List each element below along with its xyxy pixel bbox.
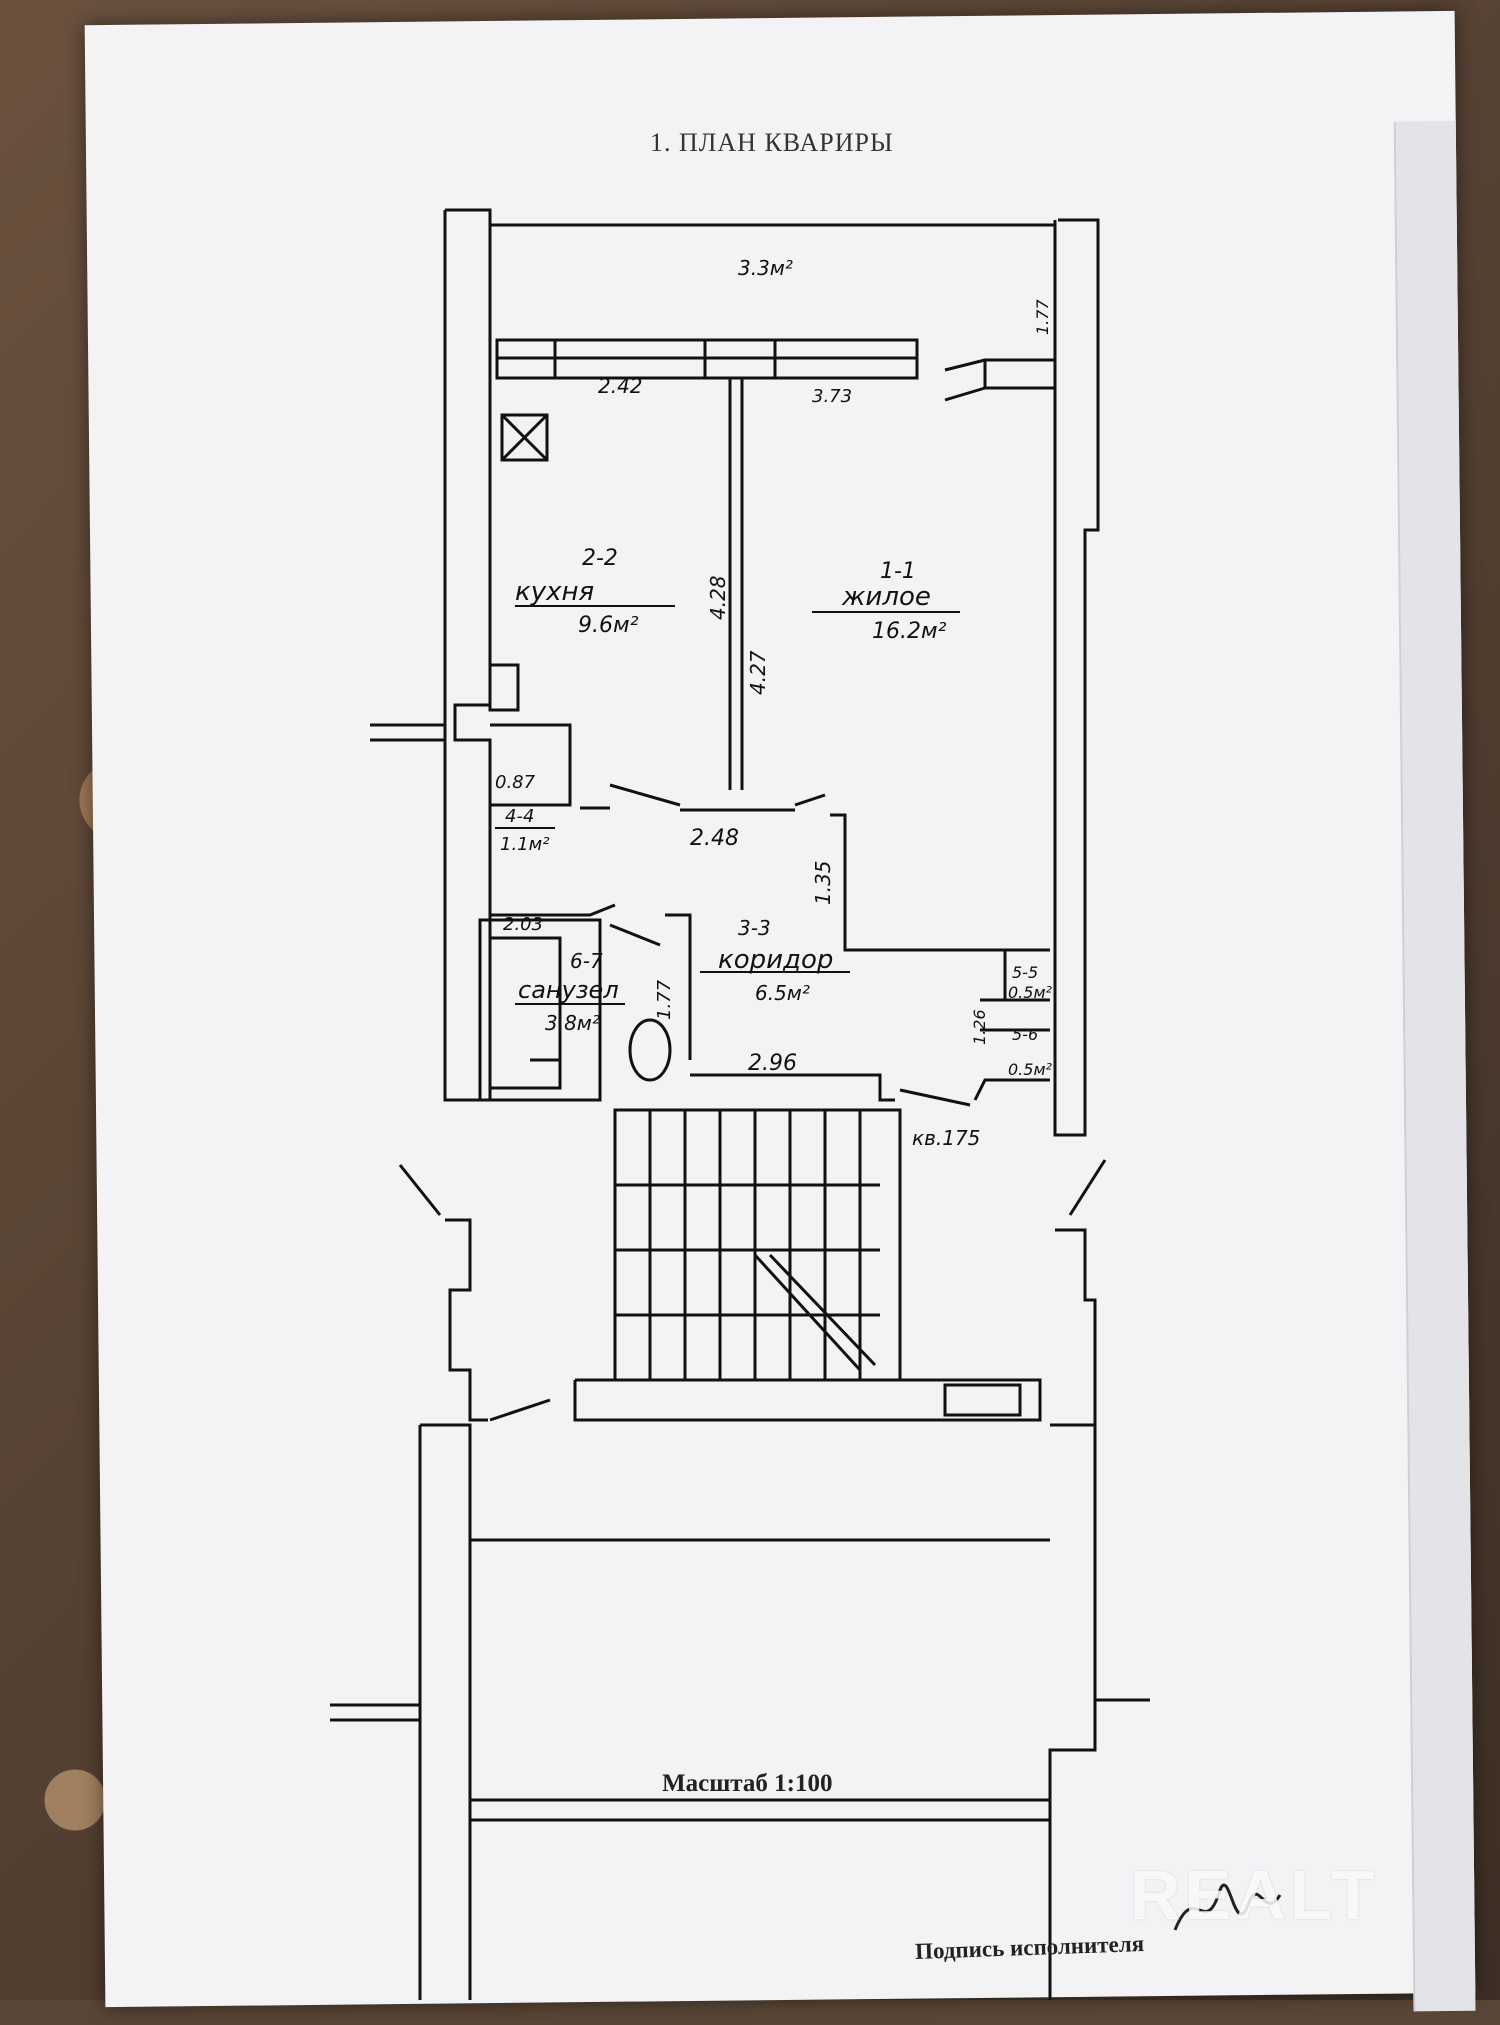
corridor-area: 6.5м²: [755, 981, 810, 1005]
dim-135: 1.35: [811, 860, 835, 905]
left-outer-wall: [443, 208, 492, 1102]
storage1-area: 0.5м²: [1008, 983, 1053, 1002]
vent-shaft: [500, 413, 549, 462]
dim-242: 2.42: [598, 374, 643, 398]
living-area: 16.2м²: [872, 619, 947, 644]
lower-left-wall: [420, 1423, 472, 2000]
bathroom-outline: [478, 918, 602, 1102]
bathtub: [488, 936, 562, 1090]
kitchen-sink: [488, 663, 520, 712]
closet-area: 1.1м²: [500, 834, 549, 855]
kitchen-area: 9.6м²: [578, 613, 639, 638]
storage2-area: 0.5м²: [1008, 1060, 1053, 1079]
dim-248: 2.48: [690, 826, 739, 851]
landing-box: [943, 1383, 1022, 1417]
dim-428: 4.28: [706, 575, 730, 620]
signature-mark: [1173, 1883, 1282, 1931]
lower-right-wall: [1048, 1423, 1097, 2000]
storage1-id: 5-5: [1012, 963, 1038, 982]
living-name: жилое: [841, 582, 931, 612]
stair-right-wall: [1055, 1228, 1097, 1427]
dim-177-bath: 1.77: [654, 979, 675, 1020]
dim-kv175: кв.175: [912, 1126, 980, 1150]
stair-flight: [613, 1108, 902, 1382]
stair-left-wall: [445, 1218, 488, 1422]
scale-label: Масштаб 1:100: [662, 1770, 833, 1797]
dim-203: 2.03: [503, 914, 543, 935]
toilet: [628, 1018, 672, 1082]
watermark-logo: REALT: [1130, 1856, 1379, 1934]
dim-427: 4.27: [746, 650, 770, 695]
corridor-upper-wall: [830, 813, 1050, 952]
balcony-area: 3.3м²: [738, 256, 793, 280]
bath-name: санузел: [518, 976, 619, 1004]
right-window-stub: [983, 358, 1057, 390]
kitchen-id: 2-2: [582, 546, 618, 571]
corridor-name: коридор: [718, 945, 833, 975]
kitchen-name: кухня: [515, 577, 594, 607]
bath-id: 6-7: [570, 949, 603, 973]
bath-area: 3.8м²: [545, 1011, 600, 1035]
storage2-id: 5-6: [1012, 1025, 1038, 1044]
closet-id: 4-4: [505, 806, 534, 827]
dim-126: 1.26: [970, 1009, 989, 1045]
dim-177-top: 1.77: [1033, 299, 1052, 335]
living-id: 1-1: [880, 559, 916, 584]
corridor-id: 3-3: [738, 916, 771, 940]
right-outer-wall: [1053, 218, 1100, 1137]
dim-296: 2.96: [748, 1051, 797, 1076]
dim-087: 0.87: [495, 772, 536, 793]
plan-title: 1. ПЛАН КВАРИРЫ: [650, 128, 894, 157]
dim-373: 3.73: [812, 386, 852, 407]
